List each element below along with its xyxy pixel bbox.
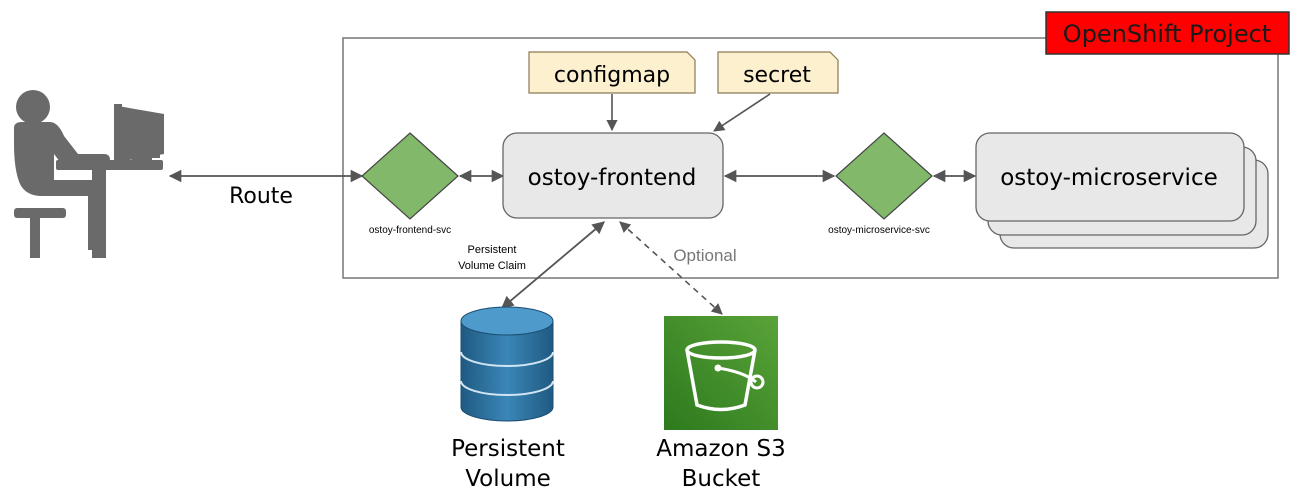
- s3-label-line1: Amazon S3: [656, 436, 786, 462]
- openshift-project-tag: OpenShift Project: [1045, 11, 1290, 55]
- secret-connector: [713, 93, 771, 132]
- frontend-pod-box: [502, 132, 724, 219]
- openshift-project-label: OpenShift Project: [1063, 20, 1271, 48]
- microservice-service-diamond: [835, 132, 933, 220]
- configmap-note: configmap: [528, 51, 696, 94]
- microservice-pod-label: ostoy-microservice: [1000, 165, 1218, 191]
- pvc-label-line2: Volume Claim: [458, 260, 526, 272]
- volume-label-line1: Persistent: [451, 436, 565, 462]
- secret-label: secret: [743, 63, 811, 88]
- openshift-project-boundary: [342, 37, 1279, 279]
- s3-label-line2: Bucket: [682, 466, 761, 490]
- pvc-label-line1: Persistent: [468, 244, 517, 256]
- frontend-pod-label: ostoy-frontend: [528, 165, 697, 191]
- user-at-computer-icon: [14, 90, 164, 258]
- s3-optional-connector: [619, 221, 723, 315]
- configmap-label: configmap: [554, 63, 670, 88]
- s3-bucket-icon: [664, 316, 778, 430]
- route-label: Route: [229, 184, 293, 209]
- microservice-pod-stack: [975, 132, 1269, 249]
- database-icon: [460, 306, 554, 422]
- volume-label-line2: Volume: [465, 466, 551, 490]
- pvc-connector: [501, 221, 605, 309]
- frontend-service-diamond: [361, 132, 459, 220]
- secret-note: secret: [717, 51, 839, 94]
- optional-label: Optional: [673, 246, 736, 265]
- frontend-service-label: ostoy-frontend-svc: [369, 225, 451, 236]
- microservice-service-label: ostoy-microservice-svc: [828, 225, 930, 236]
